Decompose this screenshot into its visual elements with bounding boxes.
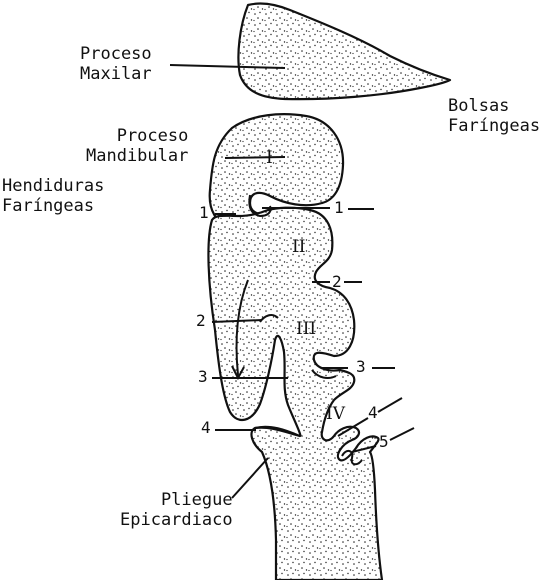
- cleft-number-1: 1: [199, 204, 209, 222]
- cleft-number-3: 3: [198, 368, 208, 386]
- leader-pouch-5-right: [390, 428, 414, 440]
- pouch-number-4: 4: [368, 404, 378, 422]
- leader-pliegue-epicardiaco: [232, 458, 268, 498]
- leader-proceso-mandibular: [225, 157, 285, 158]
- pouch-number-3: 3: [356, 358, 366, 376]
- pouch-number-2: 2: [332, 273, 342, 291]
- pouch-number-1: 1: [334, 199, 344, 217]
- cleft-number-4: 4: [201, 419, 211, 437]
- arch-label-3: III: [296, 319, 316, 339]
- arch-label-4: IV: [326, 404, 346, 424]
- label-pliegue-epicardiaco: Pliegue Epicardiaco: [120, 490, 233, 530]
- label-proceso-maxilar: Proceso Maxilar: [80, 44, 152, 84]
- arch-label-2: II: [292, 237, 305, 257]
- pharyngeal-arches-shape: [208, 208, 382, 580]
- label-hendiduras-faringeas: Hendiduras Faríngeas: [2, 176, 104, 216]
- arch-label-1: I: [266, 148, 273, 168]
- cleft-number-2: 2: [196, 312, 206, 330]
- label-bolsas-faringeas: Bolsas Faríngeas: [448, 96, 540, 136]
- pouch-number-5: 5: [379, 433, 389, 451]
- maxillary-process-shape: [238, 4, 450, 100]
- leader-pouch-4-right: [378, 398, 402, 412]
- label-proceso-mandibular: Proceso Mandibular: [86, 126, 188, 166]
